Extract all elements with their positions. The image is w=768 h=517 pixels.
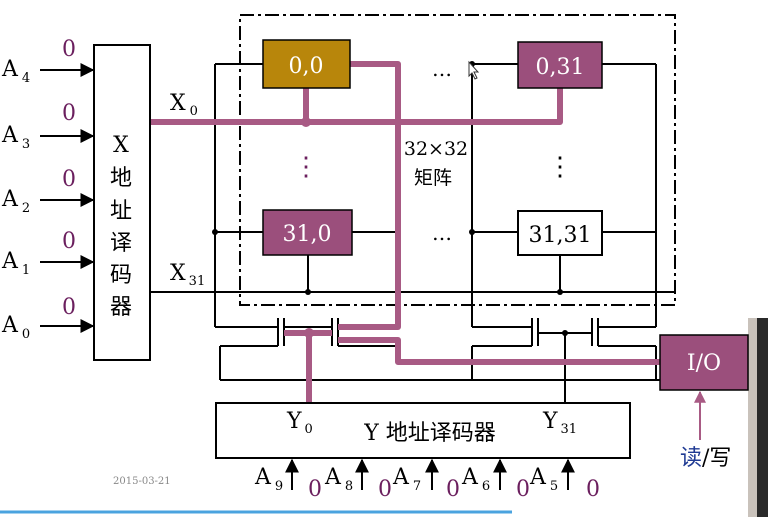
cell-31-0 [262,209,353,256]
date-stamp: 2015-03-21 [113,476,171,487]
x-decoder-box [93,44,151,361]
x-input-value: 0 [62,295,76,320]
y-input-value: 0 [586,477,600,502]
x-decoder-char: X [113,133,129,158]
junction [305,289,311,295]
cell-31-31 [517,210,603,256]
row-ellipsis: … [432,57,452,81]
io-box [659,334,749,391]
junction [304,328,314,338]
x-decoder-char: 器 [110,295,132,320]
junction [469,229,475,235]
matrix-size-label: 32×32 [404,138,468,160]
x-decoder-char: 码 [110,263,132,288]
io-label: I/O [687,351,721,376]
junction [562,330,568,336]
background-panel-dark [757,318,768,517]
io-selected-line [338,337,660,365]
read-write-label: 读/写 [680,446,731,471]
x-input-value: 0 [62,37,76,62]
cell-0-0-label: 0,0 [289,54,324,79]
junction [557,289,563,295]
x-input-value: 0 [62,167,76,192]
y-decoder-box [215,402,631,459]
y-decoder-label: Y 地址译码器 [363,421,496,446]
cell-0-31-label: 0,31 [536,55,585,80]
cell-31-0-label: 31,0 [283,222,332,247]
x-decoder-char: 地 [110,166,132,191]
x-decoder-char: 译 [110,231,132,256]
cell-0-0 [262,39,351,89]
col-vdots: ⋮ [547,152,573,182]
y-input-value: 0 [516,477,530,502]
y-input-value: 0 [446,477,460,502]
x-input-value: 0 [62,229,76,254]
junction [301,117,311,127]
x-decoder-char: 址 [110,199,132,224]
matrix-boundary [239,14,676,306]
row-ellipsis: … [432,221,452,245]
cell-0-31 [517,41,603,89]
x-input-value: 0 [62,101,76,126]
mouse-cursor-icon [468,60,480,80]
bitline-selected [338,61,401,330]
read-label: 读 [680,446,702,471]
write-label: /写 [702,446,731,471]
matrix-type-label: 矩阵 [414,167,452,189]
y-input-value: 0 [308,477,322,502]
x0-selected-line [150,88,563,125]
col-vdots: ⋮ [293,152,319,182]
y-input-value: 0 [378,477,392,502]
junction [212,229,218,235]
cell-31-31-label: 31,31 [529,223,592,248]
